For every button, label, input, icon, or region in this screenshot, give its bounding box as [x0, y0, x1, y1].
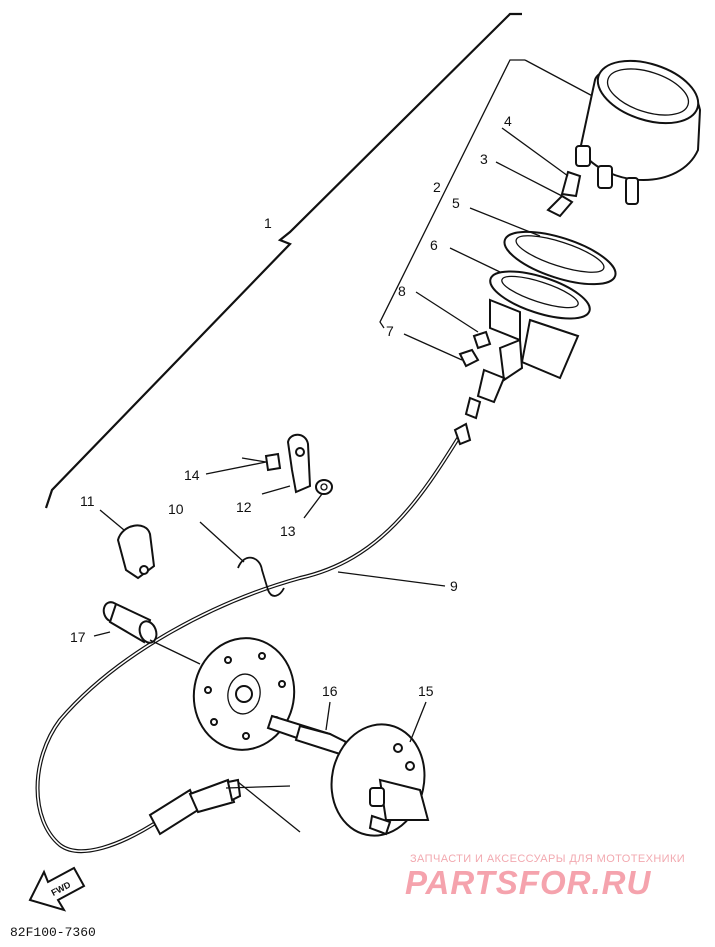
cable-clip — [237, 556, 285, 597]
bulb-socket — [546, 170, 582, 218]
callout-15: 15 — [418, 683, 434, 699]
callout-17: 17 — [70, 629, 86, 645]
fwd-arrow-icon: FWD — [28, 866, 86, 912]
clamp-11 — [116, 524, 156, 580]
speedometer-cable-inner — [36, 431, 463, 852]
callout-16: 16 — [322, 683, 338, 699]
meter-bracket — [464, 298, 580, 420]
callout-13: 13 — [280, 523, 296, 539]
speedometer-meter — [575, 59, 702, 205]
callout-7: 7 — [386, 323, 394, 339]
clamp-12 — [286, 433, 312, 494]
callout-10: 10 — [168, 501, 184, 517]
washer-13 — [315, 479, 333, 495]
callout-6: 6 — [430, 237, 438, 253]
callout-2: 2 — [433, 179, 441, 195]
cable-end-bottom — [148, 778, 242, 836]
gear-housing-15 — [330, 723, 430, 837]
callout-3: 3 — [480, 151, 488, 167]
nut-8 — [472, 330, 492, 350]
leader-lines — [93, 127, 569, 833]
callout-11: 11 — [80, 493, 95, 509]
callout-4: 4 — [504, 113, 512, 129]
group-bracket-2 — [379, 59, 525, 329]
pin-17 — [102, 601, 158, 644]
watermark-brand: PARTSFOR.RU — [405, 864, 651, 901]
callout-12: 12 — [236, 499, 252, 515]
group-bracket-1 — [44, 12, 522, 509]
callout-1: 1 — [264, 215, 272, 231]
drive-plate — [192, 637, 296, 751]
cable-end-top — [453, 422, 472, 446]
callout-14: 14 — [184, 467, 200, 483]
callout-5: 5 — [452, 195, 460, 211]
leader-bracket-top — [524, 59, 601, 101]
washer-13-hole — [320, 483, 328, 491]
meter-rings — [489, 230, 617, 320]
callout-9: 9 — [450, 578, 458, 594]
watermark-tagline: ЗАПЧАСТИ И АКСЕССУАРЫ ДЛЯ МОТОТЕХНИКИ — [410, 853, 685, 865]
drawing-code: 82F100-7360 — [10, 925, 96, 940]
callout-8: 8 — [398, 283, 406, 299]
screw-14 — [241, 452, 282, 472]
nut-7 — [458, 348, 480, 368]
